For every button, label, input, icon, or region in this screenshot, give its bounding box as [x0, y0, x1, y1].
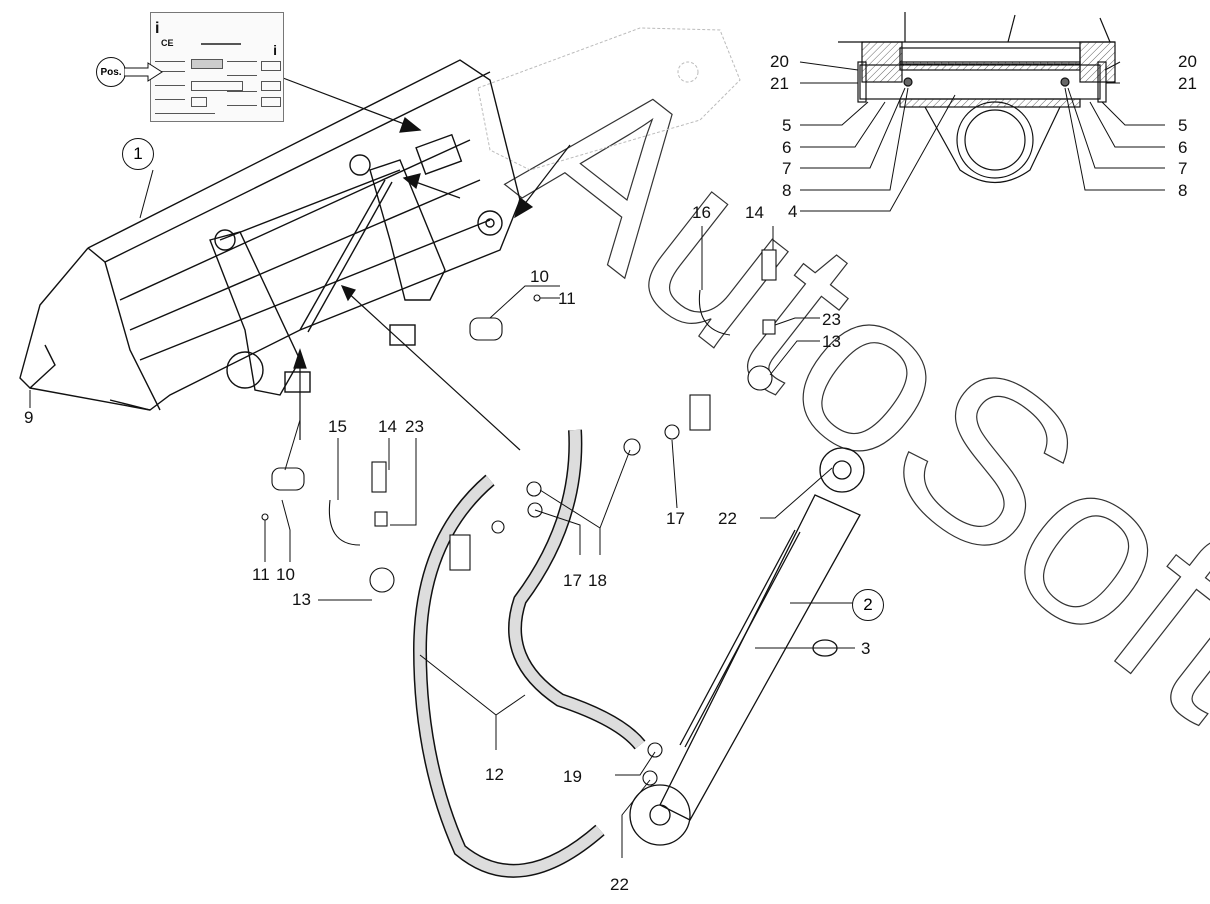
- callout-11-upper[interactable]: 11: [558, 289, 576, 308]
- callout-7-left[interactable]: 7: [782, 159, 792, 178]
- position-marker: Pos.: [96, 57, 126, 87]
- position-arrow-icon: [124, 62, 163, 82]
- callout-16[interactable]: 16: [692, 203, 711, 222]
- callout-5-right[interactable]: 5: [1178, 116, 1188, 135]
- callout-6-left[interactable]: 6: [782, 138, 792, 157]
- reference-arrows: [282, 77, 571, 451]
- hydraulic-cylinder: [629, 447, 865, 846]
- callout-9[interactable]: 9: [24, 408, 34, 427]
- leader-lines-lower: [29, 169, 855, 858]
- callout-7-right[interactable]: 7: [1178, 159, 1188, 178]
- callout-22-lower[interactable]: 22: [610, 875, 629, 894]
- data-plate: i CE i: [150, 12, 284, 122]
- callout-12[interactable]: 12: [485, 765, 504, 784]
- callout-4[interactable]: 4: [788, 202, 798, 221]
- hydraulic-hoses: [412, 429, 646, 878]
- callout-22-upper[interactable]: 22: [718, 509, 737, 528]
- callout-10-lower[interactable]: 10: [276, 565, 295, 584]
- callout-23-left[interactable]: 23: [405, 417, 424, 436]
- callout-23-right[interactable]: 23: [822, 310, 841, 329]
- svg-text:AutoSoft: AutoSoft: [474, 20, 1210, 766]
- small-parts: [261, 249, 777, 786]
- callout-1[interactable]: 1: [122, 138, 154, 170]
- bucket: [19, 59, 521, 411]
- callout-14-right[interactable]: 14: [745, 203, 764, 222]
- callout-17-lower[interactable]: 17: [563, 571, 582, 590]
- info-icon-right: i: [273, 42, 277, 58]
- callout-21-left[interactable]: 21: [770, 74, 789, 93]
- watermark: AutoSoft: [473, 20, 1210, 767]
- loader-arm-outline: [477, 27, 741, 171]
- callout-3[interactable]: 3: [861, 639, 871, 658]
- callout-10-upper[interactable]: 10: [530, 267, 549, 286]
- callout-2[interactable]: 2: [852, 589, 884, 621]
- callout-19[interactable]: 19: [563, 767, 582, 786]
- callout-20-left[interactable]: 20: [770, 52, 789, 71]
- callout-18[interactable]: 18: [588, 571, 607, 590]
- ce-mark: CE: [161, 38, 174, 48]
- callout-13-left[interactable]: 13: [292, 590, 311, 609]
- callout-8-left[interactable]: 8: [782, 181, 792, 200]
- callout-5-left[interactable]: 5: [782, 116, 792, 135]
- callout-6-right[interactable]: 6: [1178, 138, 1188, 157]
- callout-17-upper[interactable]: 17: [666, 509, 685, 528]
- callout-13-right[interactable]: 13: [822, 332, 841, 351]
- callout-11-lower[interactable]: 11: [252, 565, 270, 584]
- callout-8-right[interactable]: 8: [1178, 181, 1188, 200]
- callout-21-right[interactable]: 21: [1178, 74, 1197, 93]
- pin-cross-section: [838, 12, 1116, 183]
- info-icon: i: [155, 20, 160, 37]
- callout-20-right[interactable]: 20: [1178, 52, 1197, 71]
- leader-lines: [799, 61, 1165, 212]
- callout-15[interactable]: 15: [328, 417, 347, 436]
- callout-14-left[interactable]: 14: [378, 417, 397, 436]
